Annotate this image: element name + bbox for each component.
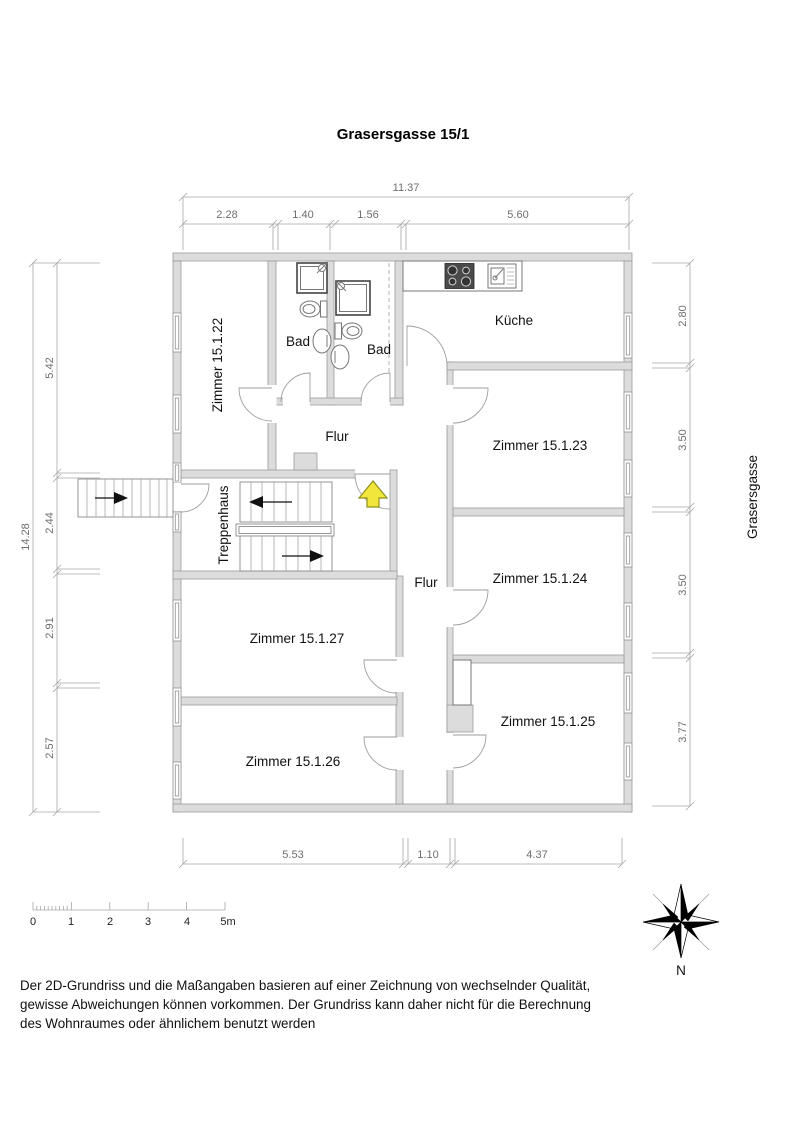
stair-up-arrow — [249, 496, 292, 508]
street-label: Grasersgasse — [745, 455, 760, 539]
room-label-flur-top: Flur — [325, 429, 349, 444]
dim-right-seg1: 2.80 — [677, 305, 689, 326]
shower-icon — [335, 280, 371, 316]
scale-label-3: 3 — [145, 916, 151, 928]
dimension-chain-bottom: 5.53 1.10 4.37 — [178, 838, 627, 869]
dim-top-seg2: 1.40 — [292, 209, 313, 221]
dim-top-seg1: 2.28 — [216, 209, 237, 221]
dim-left-total: 14.28 — [20, 523, 32, 551]
shower-icon — [296, 262, 328, 294]
compass-rose: N — [642, 883, 720, 978]
dim-left-seg2: 2.44 — [44, 512, 56, 533]
disclaimer-line-3: des Wohnraumes oder ähnlichem benutzt we… — [20, 1016, 315, 1031]
room-label-z27: Zimmer 15.1.27 — [250, 631, 345, 646]
room-label-z23: Zimmer 15.1.23 — [493, 438, 588, 453]
toilet-icon — [299, 300, 328, 318]
room-labels: Zimmer 15.1.22 Bad Bad Küche Zimmer 15.1… — [210, 313, 595, 769]
compass-north-label: N — [676, 963, 686, 978]
staircase — [235, 481, 335, 572]
bathroom2-fixtures — [330, 263, 390, 375]
disclaimer-line-1: Der 2D-Grundriss und die Maßangaben basi… — [20, 978, 590, 993]
entrance-arrow — [357, 480, 389, 508]
scale-label-4: 4 — [184, 916, 190, 928]
scale-label-2: 2 — [107, 916, 113, 928]
room-label-kueche: Küche — [495, 313, 533, 328]
room-label-flur-mid: Flur — [414, 575, 438, 590]
disclaimer-line-2: gewisse Abweichungen können vorkommen. D… — [20, 997, 591, 1012]
dim-right-seg4: 3.77 — [677, 721, 689, 742]
room-label-z24: Zimmer 15.1.24 — [493, 571, 588, 586]
windows — [172, 312, 633, 800]
dim-left-seg3: 2.91 — [44, 617, 56, 638]
stair-down-arrow — [282, 550, 324, 562]
kitchen-fixtures — [402, 260, 523, 292]
dim-top-seg3: 1.56 — [357, 209, 378, 221]
room-label-z26: Zimmer 15.1.26 — [246, 754, 341, 769]
room-label-bad1: Bad — [286, 334, 310, 349]
dim-right-seg3: 3.50 — [677, 574, 689, 595]
scale-label-5m: 5m — [220, 916, 235, 928]
scale-bar: 0 1 2 3 4 5m — [30, 902, 236, 928]
scale-label-1: 1 — [68, 916, 74, 928]
dimension-chain-right: 2.80 3.50 3.50 3.77 — [652, 258, 695, 811]
dim-left-seg1: 5.42 — [44, 357, 56, 378]
dim-left-seg4: 2.57 — [44, 737, 56, 758]
bathroom1-fixtures — [296, 262, 332, 354]
wall-niche — [452, 659, 472, 706]
doors — [172, 325, 489, 771]
toilet-icon — [334, 322, 363, 340]
room-label-bad2: Bad — [367, 342, 391, 357]
sink-icon — [330, 344, 350, 370]
room-label-z25: Zimmer 15.1.25 — [501, 714, 596, 729]
entrance-stairs — [77, 478, 174, 518]
dim-bottom-seg1: 5.53 — [282, 849, 303, 861]
dimension-chain-top: 11.37 2.28 1.40 1.56 5.60 — [178, 182, 634, 250]
dim-right-seg2: 3.50 — [677, 429, 689, 450]
sink-icon — [312, 328, 332, 354]
disclaimer: Der 2D-Grundriss und die Maßangaben basi… — [20, 978, 591, 1031]
room-label-treppenhaus: Treppenhaus — [216, 485, 231, 564]
room-label-z22: Zimmer 15.1.22 — [210, 318, 225, 413]
dim-top-seg4: 5.60 — [507, 209, 528, 221]
scale-label-0: 0 — [30, 916, 36, 928]
dim-top-total: 11.37 — [393, 182, 420, 194]
stove-icon — [444, 263, 475, 289]
dim-bottom-seg2: 1.10 — [417, 849, 438, 861]
dim-bottom-seg3: 4.37 — [526, 849, 547, 861]
page-title: Grasersgasse 15/1 — [337, 126, 470, 143]
dimension-chain-left: 14.28 5.42 2.44 2.91 2.57 — [20, 258, 100, 817]
kitchen-sink-icon — [487, 263, 517, 289]
